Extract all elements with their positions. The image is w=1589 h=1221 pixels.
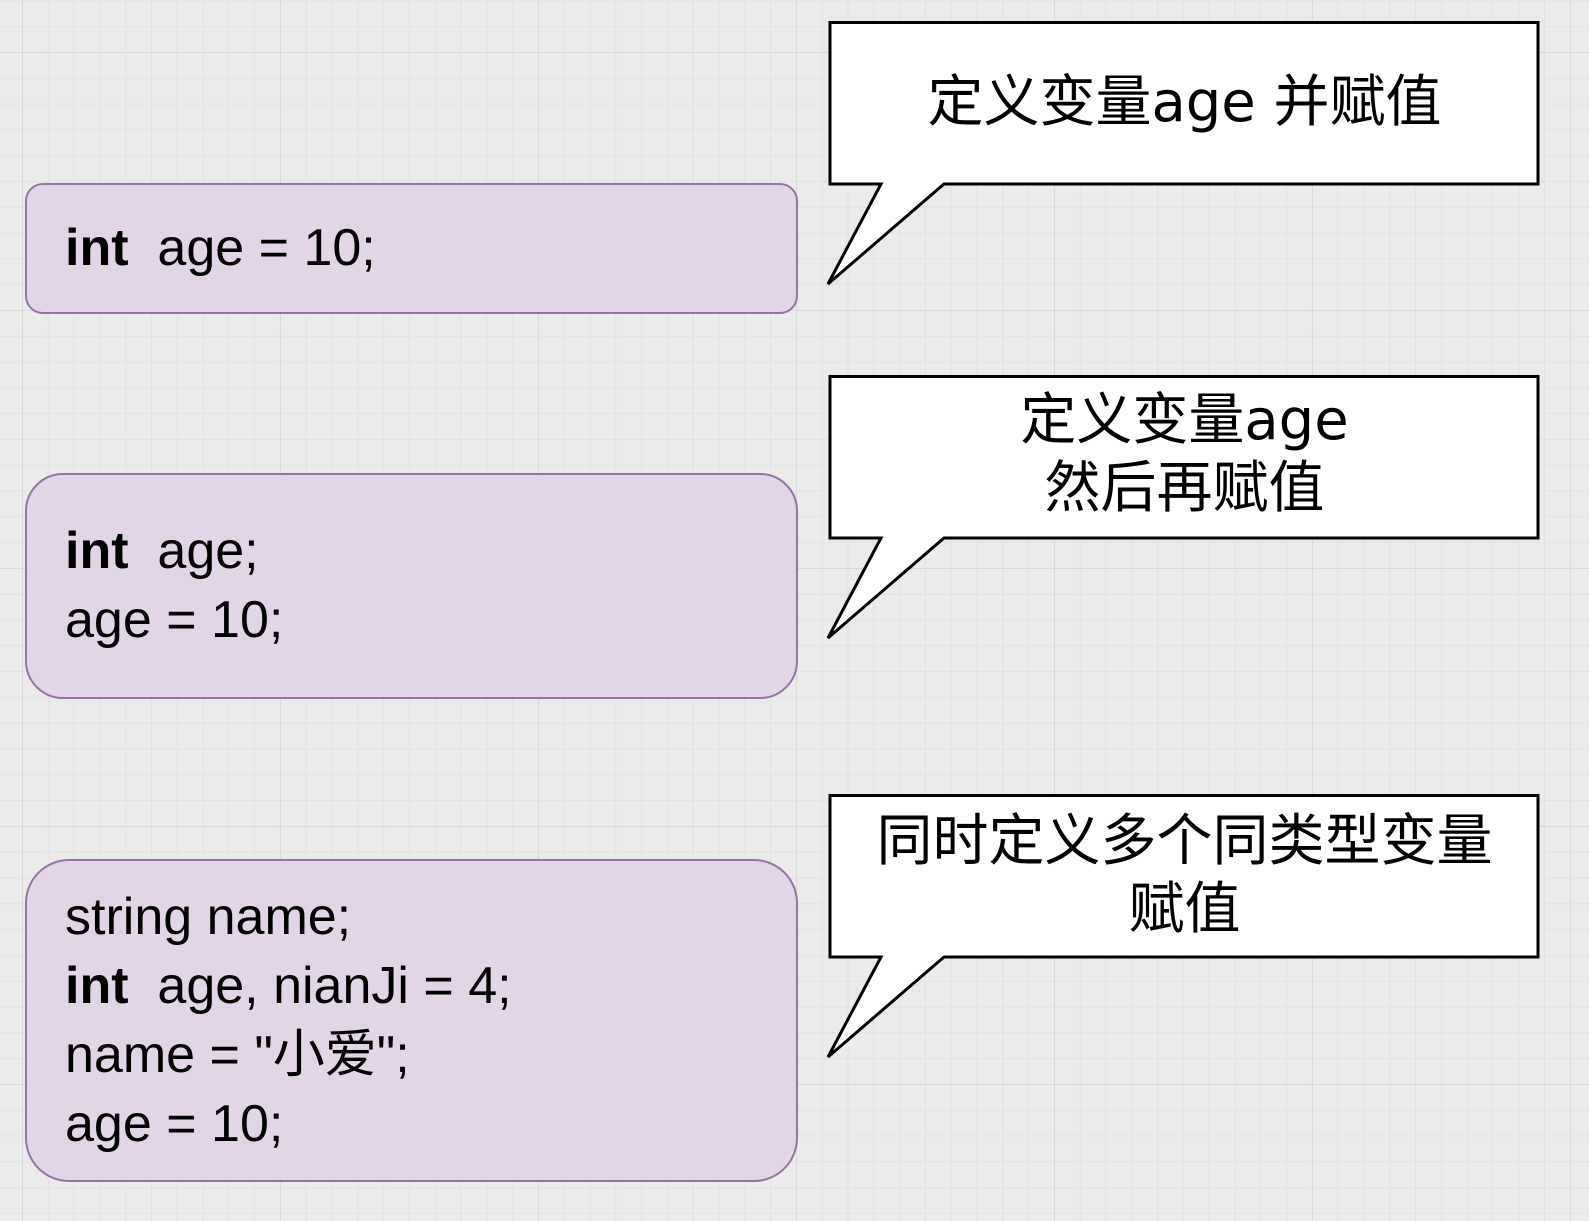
- callout-1: 定义变量age 并赋值: [826, 21, 1541, 287]
- callout-line: 赋值: [1128, 876, 1241, 942]
- code-text: age = 10;: [65, 591, 284, 649]
- callout-line: 定义变量age 并赋值: [927, 69, 1442, 135]
- code-line: age = 10;: [65, 1090, 796, 1159]
- code-text: age = 10;: [128, 219, 376, 277]
- callout-3: 同时定义多个同类型变量 赋值: [826, 794, 1541, 1060]
- code-text: string name;: [65, 887, 352, 946]
- code-block-1: int age = 10;: [25, 183, 798, 314]
- code-block-3: string name; int age, nianJi = 4; name =…: [25, 859, 798, 1182]
- code-line: int age;: [65, 517, 796, 586]
- code-line: name = "小爱";: [65, 1021, 796, 1090]
- callout-text: 定义变量age 然后再赋值: [830, 375, 1539, 535]
- callout-line: 定义变量age: [1020, 388, 1349, 453]
- callout-line: 然后再赋值: [1044, 456, 1325, 521]
- code-keyword: int: [65, 219, 129, 277]
- callout-text: 同时定义多个同类型变量 赋值: [830, 794, 1539, 957]
- code-text: age, nianJi = 4;: [128, 956, 512, 1015]
- callout-2: 定义变量age 然后再赋值: [826, 375, 1541, 641]
- speech-bubble-shape: [826, 21, 1540, 286]
- code-keyword: int: [65, 956, 129, 1015]
- code-line: int age = 10;: [65, 214, 796, 283]
- speech-bubble-shape: [826, 794, 1540, 1059]
- code-block-2: int age; age = 10;: [25, 473, 798, 699]
- code-line: string name;: [65, 883, 796, 952]
- code-keyword: int: [65, 522, 129, 580]
- speech-bubble-shape: [826, 375, 1540, 640]
- code-text: age = 10;: [65, 1094, 284, 1153]
- callout-text: 定义变量age 并赋值: [830, 21, 1539, 184]
- code-line: int age, nianJi = 4;: [65, 952, 796, 1021]
- code-text: name = "小爱";: [65, 1025, 410, 1084]
- callout-line: 同时定义多个同类型变量: [876, 808, 1493, 874]
- code-line: age = 10;: [65, 586, 796, 655]
- code-text: age;: [128, 522, 259, 580]
